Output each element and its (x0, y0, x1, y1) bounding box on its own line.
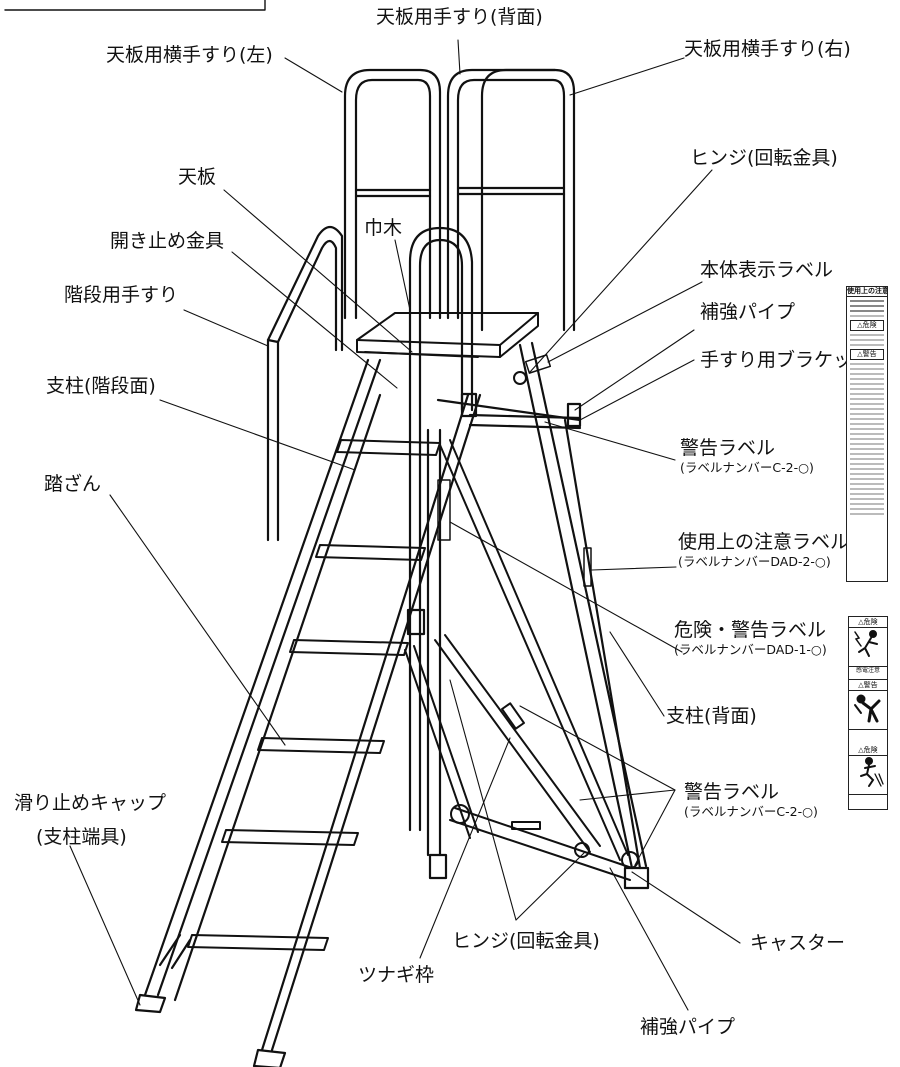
label-step: 踏ざん (44, 473, 102, 495)
label-hinge-bottom: ヒンジ(回転金具) (452, 930, 600, 952)
label-pillar-stair-side: 支柱(階段面) (46, 375, 156, 397)
danger-warning-sticker: △危険 感電注意 △警告 △危険 (848, 616, 888, 810)
label-warning-top: 警告ラベル (ラベルナンバーC-2-○) (680, 437, 814, 475)
label-stair-handrail: 階段用手すり (64, 284, 179, 306)
label-pillar-back: 支柱(背面) (666, 705, 757, 727)
label-warning-top-number: (ラベルナンバーC-2-○) (680, 460, 814, 475)
electric-shock-icon (854, 630, 878, 657)
label-usage-caution-number: (ラベルナンバーDAD-2-○) (678, 554, 831, 569)
label-warning-bottom: 警告ラベル (ラベルナンバーC-2-○) (684, 781, 818, 819)
label-body-display: 本体表示ラベル (700, 259, 834, 281)
pictogram-1-head: △危険 (849, 617, 887, 628)
label-danger-warning: 危険・警告ラベル (ラベルナンバーDAD-1-○) (674, 619, 827, 657)
label-toe-board: 巾木 (364, 217, 403, 239)
pictogram-3-head: △危険 (849, 745, 887, 756)
label-connecting-frame: ツナギ枠 (358, 964, 435, 986)
usage-caution-sticker-title: 使用上の注意 (847, 287, 887, 297)
top-back-handrail (343, 68, 576, 332)
label-usage-caution: 使用上の注意ラベル (ラベルナンバーDAD-2-○) (678, 531, 849, 569)
label-top-side-handrail-left: 天板用横手すり(左) (106, 44, 273, 66)
label-danger-warning-title: 危険・警告ラベル (674, 619, 827, 641)
leader-lines (69, 39, 741, 1011)
fall-icon (860, 757, 884, 787)
usage-caution-sticker-danger: △危険 (850, 320, 884, 331)
label-handrail-bracket: 手すり用ブラケット (700, 349, 872, 371)
tip-over-icon (854, 694, 881, 723)
label-open-stop-fitting: 開き止め金具 (110, 230, 225, 252)
frame-label-stickers (437, 354, 592, 587)
casters (450, 371, 639, 869)
pictogram-fall: △危険 (849, 745, 887, 809)
pictogram-tip-over: △警告 (849, 680, 887, 746)
back-pillars (426, 341, 650, 890)
label-hinge-top: ヒンジ(回転金具) (690, 147, 838, 169)
label-top-handrail-back: 天板用手すり(背面) (376, 6, 543, 28)
label-reinforcement-pipe-top: 補強パイプ (700, 301, 796, 323)
frame-fragment (4, 0, 266, 11)
top-board (356, 312, 539, 358)
stair-handrail-right (406, 226, 582, 832)
pictogram-2-head: △警告 (849, 680, 887, 691)
label-top-side-handrail-right: 天板用横手すり(右) (684, 38, 851, 60)
label-top-board: 天板 (178, 166, 217, 188)
label-danger-warning-number: (ラベルナンバーDAD-1-○) (674, 642, 827, 657)
pictogram-3-foot (849, 794, 887, 809)
label-anti-slip-cap: 滑り止めキャップ (14, 792, 167, 814)
reinforcement-pipes (404, 439, 633, 881)
pictogram-1-foot: 感電注意 (849, 666, 887, 675)
label-anti-slip-cap-sub: (支柱端具) (36, 826, 127, 848)
stair-handrail-left (266, 225, 344, 542)
label-warning-bottom-title: 警告ラベル (684, 781, 780, 803)
label-usage-caution-title: 使用上の注意ラベル (678, 531, 850, 553)
steps (187, 439, 441, 951)
label-warning-bottom-number: (ラベルナンバーC-2-○) (684, 804, 818, 819)
label-reinforcement-pipe-bottom: 補強パイプ (640, 1016, 736, 1038)
usage-caution-sticker: 使用上の注意 △危険 △警告 (846, 286, 888, 582)
usage-caution-sticker-warning: △警告 (850, 349, 884, 360)
pictogram-electric-shock: △危険 感電注意 (849, 617, 887, 680)
pictogram-2-foot (849, 729, 887, 746)
label-warning-top-title: 警告ラベル (680, 437, 776, 459)
label-caster: キャスター (750, 932, 846, 954)
